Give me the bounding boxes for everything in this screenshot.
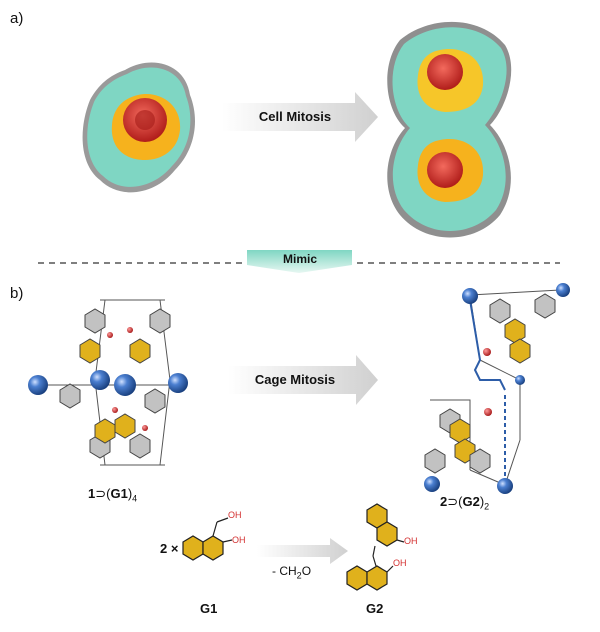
cage-mitosis-arrow — [228, 355, 378, 405]
cell-mitosis-label: Cell Mitosis — [258, 109, 332, 124]
mimic-arrow — [247, 250, 352, 273]
complex-1-label: 1⊃(G1)4 — [88, 486, 138, 504]
cage-2-spheres — [424, 283, 570, 494]
reaction-arrow — [257, 538, 348, 564]
g1-structure — [182, 517, 233, 561]
g2-structure — [346, 503, 405, 591]
cage-mitosis-label: Cage Mitosis — [254, 372, 336, 387]
complex-2-label: 2⊃(G2)2 — [440, 494, 490, 512]
panel-b-label: b) — [10, 285, 24, 302]
cage-2 — [430, 289, 561, 486]
g2-oh-bottom: OH — [393, 558, 407, 568]
cell-mitosis-arrow — [222, 92, 378, 142]
cage-1 — [35, 299, 180, 466]
mimic-label: Mimic — [282, 252, 317, 266]
single-cell — [82, 62, 195, 193]
cage-2-rings — [424, 293, 556, 474]
reaction-condition: - CH2O — [272, 564, 312, 581]
g1-oh-side: OH — [232, 535, 246, 545]
panel-a-label: a) — [10, 10, 24, 27]
g2-label: G2 — [366, 601, 384, 616]
coefficient-label: 2 × — [160, 541, 179, 556]
g1-oh-top: OH — [228, 510, 242, 520]
cage-1-spheres — [28, 327, 188, 431]
g2-oh-top: OH — [404, 536, 418, 546]
dividing-cell — [387, 21, 512, 238]
g1-label: G1 — [200, 601, 218, 616]
